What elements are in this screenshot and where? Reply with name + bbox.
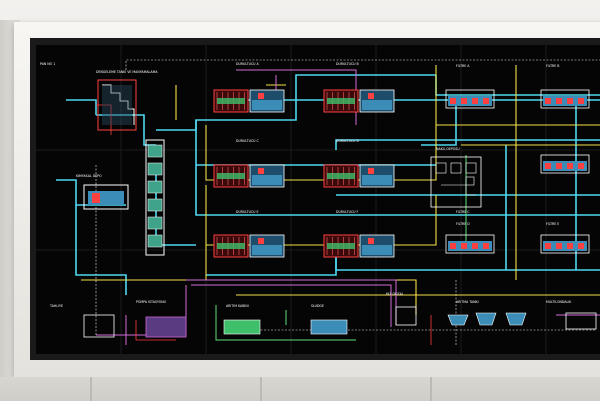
filter-unit	[540, 234, 590, 254]
clarifier-unit	[213, 164, 285, 188]
clarifier-units	[213, 89, 395, 258]
equipment-label: DURULTUCU C	[236, 139, 260, 143]
clarifier-unit	[213, 89, 285, 113]
equipment-label: FILTRE A	[456, 64, 470, 68]
equipment-label: MULTILONDALIK	[546, 300, 572, 304]
equipment-labels: PAN NO 1 DENGELEME TANKI VE MANYAMALAMA DU…	[40, 62, 572, 308]
filter-unit	[540, 154, 590, 174]
equipment-label: POMPA ISTASYONU	[136, 300, 167, 304]
equipment-label: DURULTUCU F	[336, 210, 359, 214]
equipment-label: SLUDGE	[311, 304, 324, 308]
equipment-label: ARITIM KABINI	[226, 304, 249, 308]
storage-column	[145, 139, 165, 256]
bottom-units	[83, 306, 597, 338]
equipment-label: FILTRE B	[546, 64, 560, 68]
equipment-label: DENGELEME TANKI VE MANYAMALAMA	[96, 70, 158, 74]
analyzer-block	[430, 156, 482, 208]
clarifier-unit	[323, 164, 395, 188]
equipment-label: DURULTUCU B	[336, 62, 359, 66]
inlet-cascade	[97, 79, 137, 131]
filter-units	[445, 89, 590, 254]
equipment-label: FILTRE C	[456, 210, 470, 214]
equipment-label: DURULTUCU A	[236, 62, 260, 66]
clarifier-unit	[323, 234, 395, 258]
wall-base	[0, 377, 600, 401]
process-diagram: PAN NO 1 DENGELEME TANKI VE MANYAMALAMA DU…	[36, 45, 600, 354]
equipment-label: TAHLIYE	[49, 304, 63, 308]
scada-mimic-screen: PAN NO 1 DENGELEME TANKI VE MANYAMALAMA DU…	[36, 45, 600, 354]
equipment-label: ARITMA TANKI	[456, 300, 479, 304]
filter-unit	[445, 89, 495, 109]
equipment-label: HIZ DOZAJ	[386, 292, 403, 296]
buffer-tank	[83, 184, 129, 210]
equipment-label: NAKIL DEPOSU	[436, 147, 460, 151]
equipment-label: PAN NO 1	[40, 62, 55, 66]
filter-unit	[540, 89, 590, 109]
equipment-label: FILTRE E	[546, 222, 559, 226]
equipment-label: FILTRE D	[456, 222, 470, 226]
alarm-lines	[96, 104, 432, 345]
equipment-label: DURULTUCU D	[336, 139, 360, 143]
equipment-label: KIMYASAL DEPO	[76, 174, 102, 178]
equipment-label: DURULTUCU E	[236, 210, 259, 214]
filter-unit	[445, 234, 495, 254]
clarifier-unit	[323, 89, 395, 113]
clarifier-unit	[213, 234, 285, 258]
